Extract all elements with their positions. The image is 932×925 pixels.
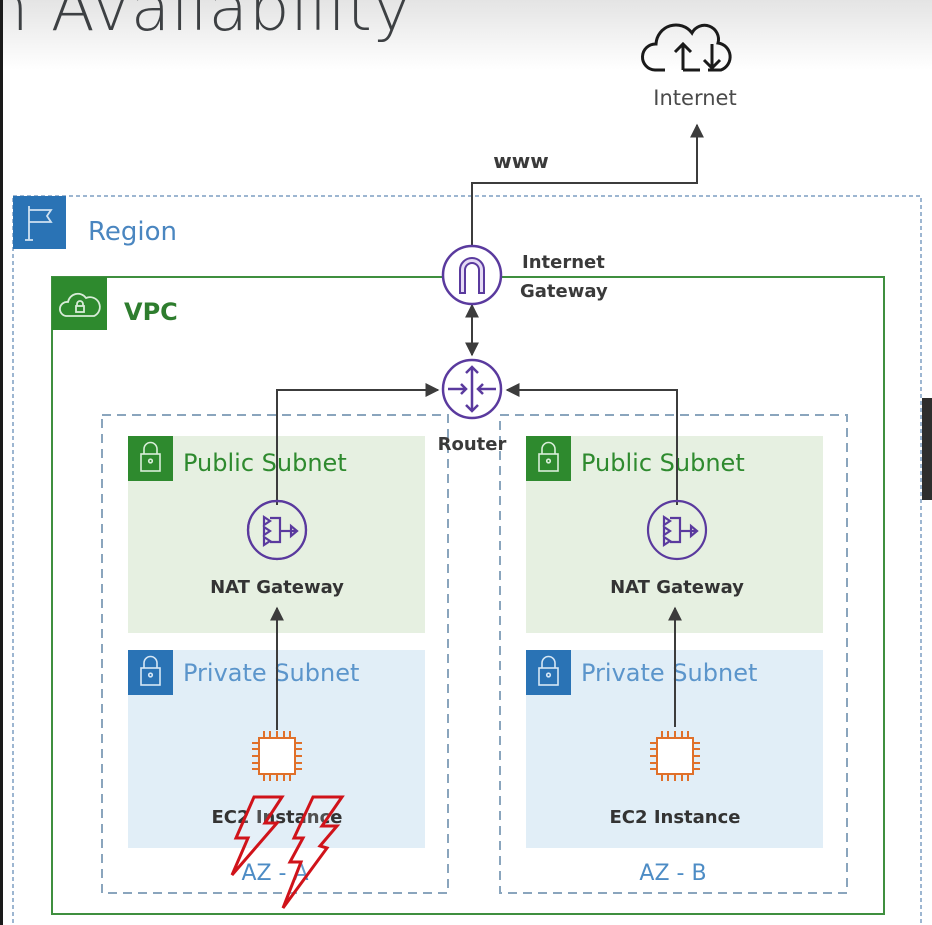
router-label: Router: [438, 434, 507, 455]
nat-gateway-icon[interactable]: [246, 499, 308, 561]
nat-gateway-b-label: NAT Gateway: [610, 577, 744, 598]
flag-icon: [25, 206, 53, 241]
private-subnet-a-label: Private Subnet: [183, 659, 359, 687]
cloud-upload-download-icon: [641, 23, 732, 72]
public-subnet-a-label: Public Subnet: [183, 449, 347, 477]
vpc-container: VPC: [51, 276, 885, 915]
lock-icon: [140, 655, 161, 686]
private-subnet-b-label: Private Subnet: [581, 659, 757, 687]
www-label: www: [493, 149, 548, 173]
az-b-label: AZ - B: [639, 861, 706, 886]
ec2-b-label: EC2 Instance: [610, 807, 741, 828]
lightning-bolt-icon: [281, 795, 345, 909]
lock-icon: [538, 655, 559, 686]
side-panel-handle[interactable]: [922, 398, 932, 500]
ec2-chip-icon[interactable]: [650, 731, 700, 781]
router-icon[interactable]: [441, 358, 503, 420]
lightning-bolt-icon: [230, 795, 285, 876]
az-b-container: AZ - B: [499, 414, 848, 894]
region-label: Region: [88, 217, 177, 247]
ec2-chip-icon[interactable]: [252, 731, 302, 781]
internet-gateway-label-line2: Gateway: [520, 281, 608, 302]
slide-title-band: [0, 0, 932, 70]
nat-gateway-icon[interactable]: [646, 499, 708, 561]
public-subnet-b-label: Public Subnet: [581, 449, 745, 477]
connectors: [270, 123, 704, 730]
igw-to-internet-line: [471, 123, 704, 245]
internet-gateway-label-line1: Internet: [522, 252, 605, 273]
vpc-label: VPC: [124, 298, 178, 326]
window-left-edge: [0, 0, 3, 925]
nat-gateway-a-label: NAT Gateway: [210, 577, 344, 598]
nat-a-to-router-line: [276, 383, 440, 505]
public-subnet-b: Public Subnet: [526, 436, 823, 633]
lock-icon: [140, 441, 161, 472]
internet-gateway-icon[interactable]: [441, 244, 503, 306]
internet-label: Internet: [653, 86, 736, 110]
cloud-lock-icon: [59, 292, 101, 317]
region-container: Region: [12, 195, 922, 925]
lock-icon: [538, 441, 559, 472]
slide-title: n Availability: [0, 0, 412, 46]
nat-b-to-router-line: [505, 383, 678, 505]
